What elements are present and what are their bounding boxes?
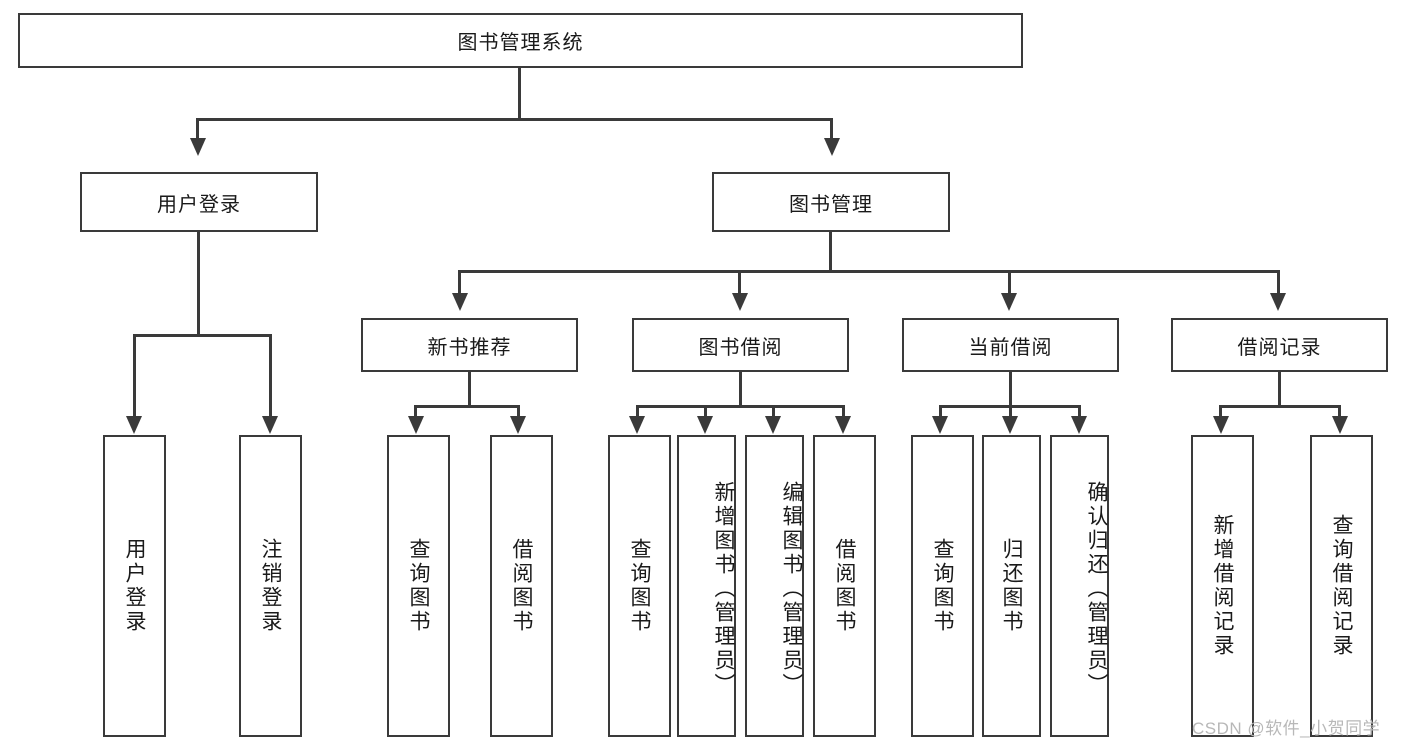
arrow-to-new-book-recommend [452,293,468,311]
edge-bookborrow-drop-1 [636,405,639,418]
csdn-watermark: CSDN @软件_小贺同学 [1192,719,1381,738]
edge-root-bus [196,118,833,121]
node-label: 图书借阅 [698,336,783,359]
node-label: 编辑图书（管理员） [780,481,803,697]
edge-borrowrecord-drop-2 [1338,405,1341,418]
node-label: 归还图书 [1000,538,1023,634]
node-label: 借阅图书 [510,538,533,634]
leaf-confirm-return-admin[interactable]: 确认归还（管理员） [1050,435,1109,737]
node-label: 用户登录 [123,538,146,634]
node-label: 图书管理系统 [457,32,584,54]
leaf-query-book-recommend[interactable]: 查询图书 [387,435,450,737]
leaf-query-book-borrow[interactable]: 查询图书 [608,435,671,737]
arrow-to-leaf-logout [262,416,278,434]
arrow-to-leaf-query-record [1332,416,1348,434]
leaf-query-book-current[interactable]: 查询图书 [911,435,974,737]
node-book-manage[interactable]: 图书管理 [712,172,950,232]
node-label: 新书推荐 [427,336,512,359]
node-label: 查询借阅记录 [1330,514,1353,658]
edge-newbook-bus [414,405,520,408]
edge-bookborrow-drop-4 [842,405,845,418]
arrow-to-leaf-return-book [1002,416,1018,434]
node-user-login[interactable]: 用户登录 [80,172,318,232]
arrow-to-leaf-confirm-return [1071,416,1087,434]
edge-currentborrow-drop-3 [1078,405,1081,418]
node-label: 查询图书 [628,538,651,634]
edge-userlogin-drop-2 [269,334,272,418]
arrow-to-leaf-borrow-book-2 [835,416,851,434]
arrow-to-book-manage [824,138,840,156]
arrow-to-book-borrow [732,293,748,311]
arrow-to-leaf-query-book-2 [629,416,645,434]
node-borrow-record[interactable]: 借阅记录 [1171,318,1388,372]
arrow-to-leaf-query-book-3 [932,416,948,434]
arrow-to-current-borrow [1001,293,1017,311]
node-label: 查询图书 [931,538,954,634]
node-label: 借阅图书 [833,538,856,634]
leaf-borrow-book[interactable]: 借阅图书 [813,435,876,737]
edge-newbook-drop-1 [414,405,417,418]
edge-bookmanage-drop-4 [1277,270,1280,295]
node-label: 注销登录 [259,538,282,634]
edge-bookborrow-drop-3 [772,405,775,418]
edge-bookmanage-drop-3 [1008,270,1011,295]
arrow-to-leaf-add-record [1213,416,1229,434]
leaf-logout[interactable]: 注销登录 [239,435,302,737]
node-label: 新增借阅记录 [1211,514,1234,658]
leaf-add-book-admin[interactable]: 新增图书（管理员） [677,435,736,737]
edge-bookborrow-drop-2 [704,405,707,418]
node-new-book-recommend[interactable]: 新书推荐 [361,318,578,372]
arrow-to-leaf-user-login [126,416,142,434]
node-label: 当前借阅 [968,336,1053,359]
edge-newbook-drop-2 [517,405,520,418]
edge-currentborrow-drop-2 [1009,405,1012,418]
edge-bookmanage-drop-1 [458,270,461,295]
arrow-to-leaf-query-book-1 [408,416,424,434]
edge-userlogin-stem [197,232,200,336]
arrow-to-leaf-add-book [697,416,713,434]
leaf-user-login[interactable]: 用户登录 [103,435,166,737]
edge-userlogin-drop-1 [133,334,136,418]
arrow-to-leaf-edit-book [765,416,781,434]
edge-root-drop-right [830,118,833,140]
edge-bookborrow-stem [739,372,742,407]
edge-bookborrow-bus [636,405,845,408]
edge-currentborrow-drop-1 [939,405,942,418]
node-label: 借阅记录 [1237,336,1322,359]
edge-borrowrecord-bus [1219,405,1341,408]
edge-newbook-stem [468,372,471,407]
edge-bookmanage-drop-2 [738,270,741,295]
leaf-return-book[interactable]: 归还图书 [982,435,1041,737]
edge-bookmanage-bus [458,270,1280,273]
node-label: 用户登录 [157,193,241,216]
arrow-to-borrow-record [1270,293,1286,311]
leaf-edit-book-admin[interactable]: 编辑图书（管理员） [745,435,804,737]
node-label: 新增图书（管理员） [712,481,735,697]
node-book-borrow[interactable]: 图书借阅 [632,318,849,372]
arrow-to-leaf-borrow-book-1 [510,416,526,434]
edge-userlogin-bus [133,334,272,337]
edge-root-drop-left [196,118,199,140]
leaf-query-borrow-record[interactable]: 查询借阅记录 [1310,435,1373,737]
node-current-borrow[interactable]: 当前借阅 [902,318,1119,372]
edge-bookmanage-stem [829,232,832,272]
edge-root-stem [518,68,521,119]
node-label: 确认归还（管理员） [1085,481,1108,697]
leaf-add-borrow-record[interactable]: 新增借阅记录 [1191,435,1254,737]
leaf-borrow-book-recommend[interactable]: 借阅图书 [490,435,553,737]
node-label: 图书管理 [789,193,873,216]
node-label: 查询图书 [407,538,430,634]
node-root-system[interactable]: 图书管理系统 [18,13,1023,68]
edge-borrowrecord-stem [1278,372,1281,407]
edge-borrowrecord-drop-1 [1219,405,1222,418]
edge-currentborrow-stem [1009,372,1012,407]
arrow-to-user-login [190,138,206,156]
